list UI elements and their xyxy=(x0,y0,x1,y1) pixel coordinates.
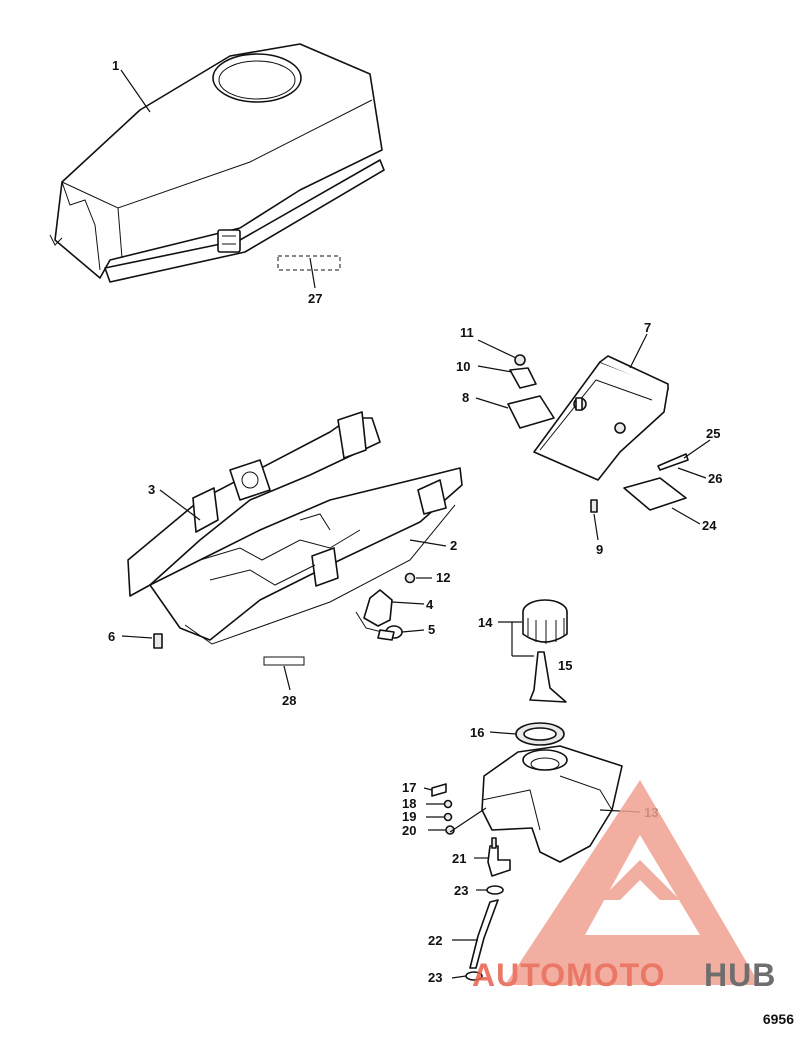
callout-23a: 23 xyxy=(454,883,468,898)
callout-17: 17 xyxy=(402,780,416,795)
callout-16: 16 xyxy=(470,725,484,740)
washer-part-18 xyxy=(443,799,453,809)
decal-outline-27 xyxy=(277,255,341,271)
decal-part-28 xyxy=(263,656,305,666)
callout-3: 3 xyxy=(148,482,155,497)
watermark-text-automoto: AUTOMOTO xyxy=(472,957,665,993)
callout-15: 15 xyxy=(558,658,572,673)
callout-7: 7 xyxy=(644,320,651,335)
clip-part-4 xyxy=(355,589,393,633)
callout-9: 9 xyxy=(596,542,603,557)
callout-11: 11 xyxy=(460,325,474,340)
pin-part-25-26 xyxy=(657,453,689,471)
bracket-part-8 xyxy=(507,395,555,429)
leader-lines xyxy=(120,69,711,979)
screw-part-6 xyxy=(153,633,163,649)
hose-part-22 xyxy=(469,899,499,969)
callout-24: 24 xyxy=(702,518,717,533)
screw-part-9 xyxy=(590,499,598,513)
callout-10: 10 xyxy=(456,359,470,374)
callout-26: 26 xyxy=(708,471,722,486)
top-cowl-part xyxy=(49,43,385,283)
fuel-cap-part-14 xyxy=(522,599,568,644)
callout-12: 12 xyxy=(436,570,450,585)
callout-6: 6 xyxy=(108,629,115,644)
callout-27: 27 xyxy=(308,291,322,306)
callout-18: 18 xyxy=(402,796,416,811)
callout-5: 5 xyxy=(428,622,435,637)
callout-19: 19 xyxy=(402,809,416,824)
plate-part-10 xyxy=(509,367,537,389)
nut-part-11 xyxy=(514,354,526,366)
watermark-triangle-icon xyxy=(505,780,760,985)
nut-part-12 xyxy=(404,572,416,584)
callout-labels: 1 2 3 4 5 6 7 8 9 10 11 12 13 14 15 16 1… xyxy=(108,58,722,985)
watermark-text-hub: HUB xyxy=(704,957,776,993)
callout-14: 14 xyxy=(478,615,493,630)
callout-25: 25 xyxy=(706,426,720,441)
callout-4: 4 xyxy=(426,597,434,612)
callout-28: 28 xyxy=(282,693,296,708)
callout-20: 20 xyxy=(402,823,416,838)
fuel-valve-part-21 xyxy=(487,837,511,877)
callout-1: 1 xyxy=(112,58,119,73)
figure-number: 6956 xyxy=(762,1011,794,1027)
bolt-part-17 xyxy=(431,783,447,797)
screw-part-5 xyxy=(377,625,403,641)
tether-part-15 xyxy=(529,651,567,703)
washer-part-19 xyxy=(443,812,453,822)
callout-23b: 23 xyxy=(428,970,442,985)
lower-cowl-part xyxy=(127,411,463,645)
tank-tray-part-7 xyxy=(533,355,669,481)
gasket-part-16 xyxy=(515,722,565,746)
callout-21: 21 xyxy=(452,851,466,866)
callout-2: 2 xyxy=(450,538,457,553)
clamp-part-23a xyxy=(486,885,504,895)
fuel-tank-part-13 xyxy=(481,745,623,863)
callout-22: 22 xyxy=(428,933,442,948)
callout-8: 8 xyxy=(462,390,469,405)
plate-part-24 xyxy=(623,477,687,511)
watermark-logo: AUTOMOTO HUB xyxy=(472,780,776,993)
